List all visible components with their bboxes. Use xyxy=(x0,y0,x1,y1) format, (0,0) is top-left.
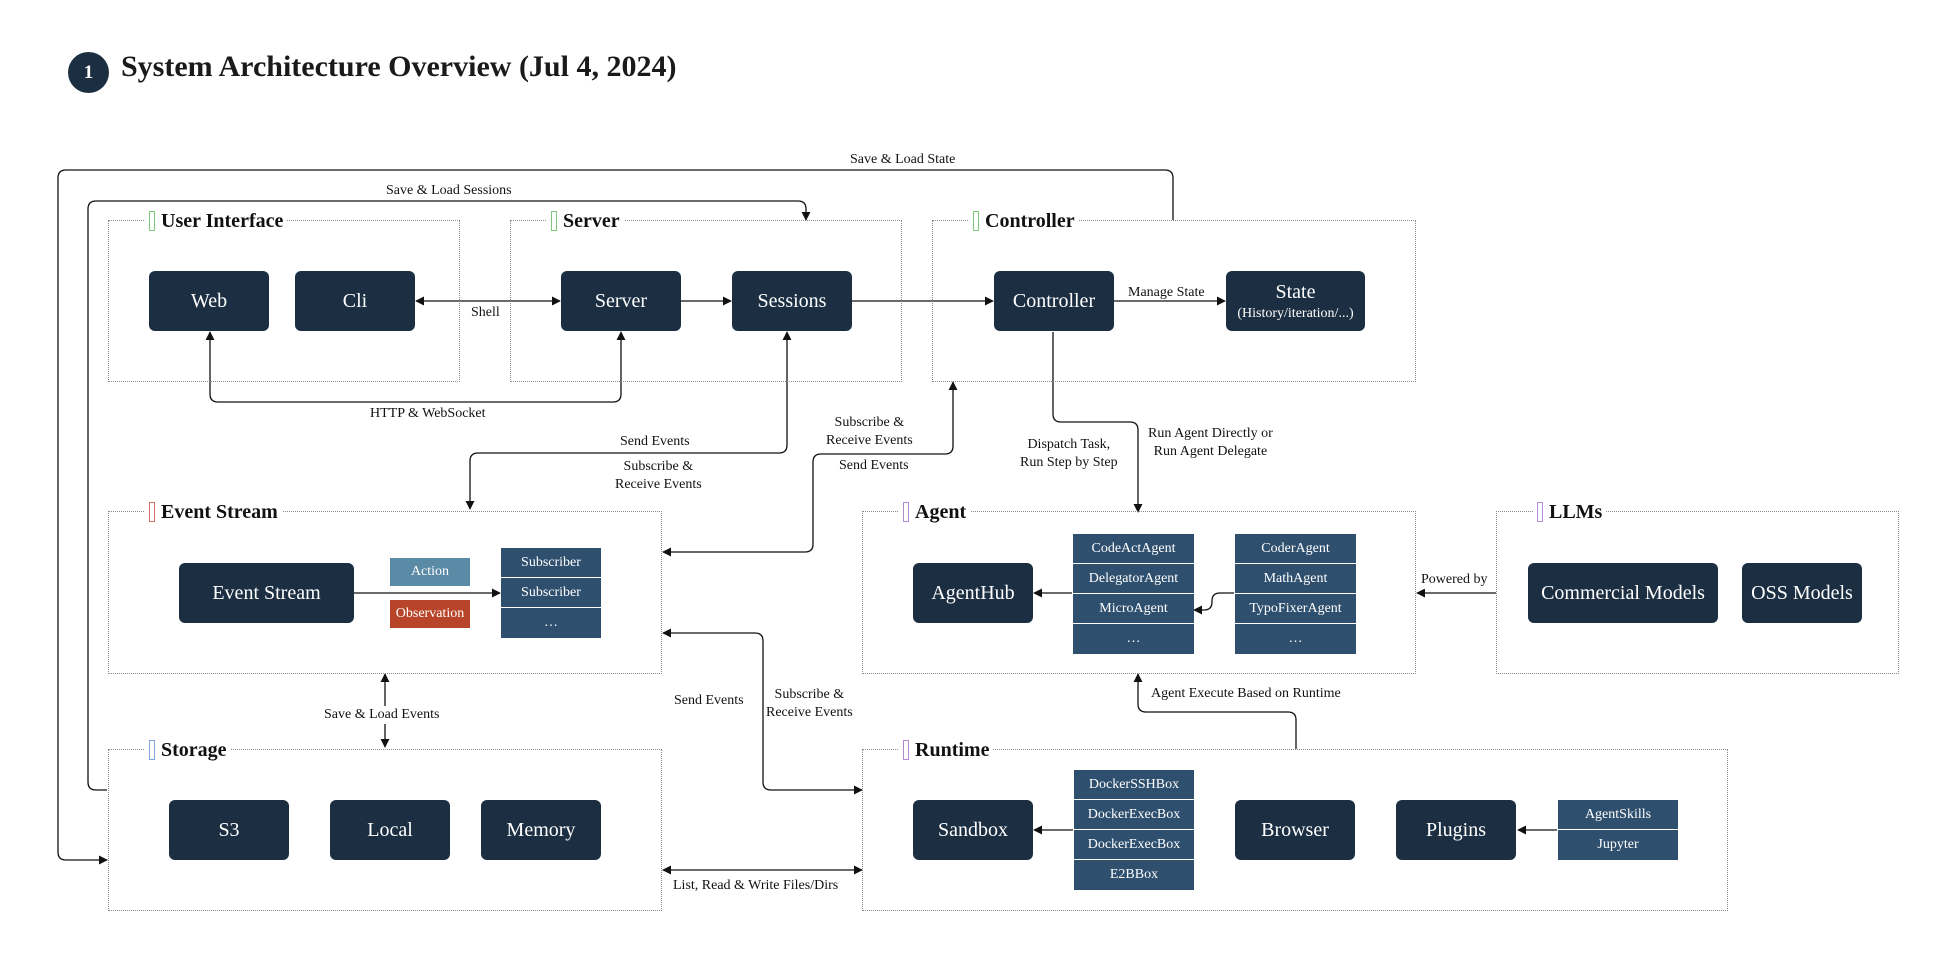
chip-typofixeragent: TypoFixerAgent xyxy=(1235,594,1356,624)
edge-label-save-load-state: Save & Load State xyxy=(847,151,959,169)
edge-label-save-load-sessions: Save & Load Sessions xyxy=(383,182,515,200)
edge-label-powered-by: Powered by xyxy=(1419,571,1490,589)
chip-observation: Observation xyxy=(390,600,470,628)
chip-dockerexecbox: DockerExecBox xyxy=(1074,830,1194,860)
group-label-event-stream: Event Stream xyxy=(145,500,282,524)
group-controller: Controller xyxy=(932,209,1416,382)
group-label-runtime: Runtime xyxy=(899,738,994,762)
group-label-server: Server xyxy=(547,209,624,233)
node-oss-models[interactable]: OSS Models xyxy=(1742,563,1862,623)
group-runtime: Runtime xyxy=(862,738,1728,911)
node-plugins[interactable]: Plugins xyxy=(1396,800,1516,860)
group-storage: Storage xyxy=(108,738,662,911)
edge-label-send-events-3: Send Events xyxy=(674,693,744,708)
chip-mathagent: MathAgent xyxy=(1235,564,1356,594)
green-tag-icon xyxy=(551,211,557,231)
group-label-llms: LLMs xyxy=(1533,500,1607,524)
blue-tag-icon xyxy=(149,740,155,760)
node-cli[interactable]: Cli xyxy=(295,271,415,331)
node-local[interactable]: Local xyxy=(330,800,450,860)
edge-label-save-load-events: Save & Load Events xyxy=(322,706,442,724)
page-title: System Architecture Overview (Jul 4, 202… xyxy=(121,50,677,83)
group-user-interface: User Interface xyxy=(108,209,460,382)
chip-microagent: MicroAgent xyxy=(1073,594,1194,624)
group-label-storage: Storage xyxy=(145,738,231,762)
node-server[interactable]: Server xyxy=(561,271,681,331)
edge-label-list-read-write: List, Read & Write Files/Dirs xyxy=(673,878,839,893)
purple-tag-icon xyxy=(903,740,909,760)
edge-label-subscribe-receive-1: Subscribe &Receive Events xyxy=(615,459,702,492)
chip-e2bbox: E2BBox xyxy=(1074,860,1194,890)
chip-action: Action xyxy=(390,558,470,586)
plugin-list: AgentSkills Jupyter xyxy=(1558,800,1678,860)
node-browser[interactable]: Browser xyxy=(1235,800,1355,860)
edge-label-agent-execute: Agent Execute Based on Runtime xyxy=(1151,686,1341,701)
chip-agentskills: AgentSkills xyxy=(1558,800,1678,830)
node-event-stream[interactable]: Event Stream xyxy=(179,563,354,623)
chip-agent-more: … xyxy=(1235,624,1356,654)
chip-subscriber: Subscriber xyxy=(501,548,601,578)
edge-label-subscribe-receive-3: Subscribe &Receive Events xyxy=(766,687,853,720)
step-badge: 1 xyxy=(68,52,109,93)
chip-subscriber-more: … xyxy=(501,608,601,638)
chip-codeactagent: CodeActAgent xyxy=(1073,534,1194,564)
chip-dockersshbox: DockerSSHBox xyxy=(1074,770,1194,800)
edge-label-manage-state: Manage State xyxy=(1128,285,1205,300)
chip-agent-more: … xyxy=(1073,624,1194,654)
edge-label-shell: Shell xyxy=(471,305,500,320)
agent-list-left: CodeActAgent DelegatorAgent MicroAgent … xyxy=(1073,534,1194,654)
subscriber-list: Subscriber Subscriber … xyxy=(501,548,601,638)
group-label-user-interface: User Interface xyxy=(145,209,288,233)
group-label-agent: Agent xyxy=(899,500,971,524)
edge-label-dispatch: Dispatch Task,Run Step by Step xyxy=(1020,437,1118,470)
edge-label-send-events-1: Send Events xyxy=(620,434,690,449)
purple-tag-icon xyxy=(903,502,909,522)
purple-tag-icon xyxy=(1537,502,1543,522)
sandbox-box-list: DockerSSHBox DockerExecBox DockerExecBox… xyxy=(1074,770,1194,890)
agent-list-right: CoderAgent MathAgent TypoFixerAgent … xyxy=(1235,534,1356,654)
chip-coderagent: CoderAgent xyxy=(1235,534,1356,564)
edge-label-subscribe-receive-2: Subscribe &Receive Events xyxy=(826,415,913,448)
edge-label-send-events-2: Send Events xyxy=(839,458,909,473)
node-controller[interactable]: Controller xyxy=(994,271,1114,331)
green-tag-icon xyxy=(149,211,155,231)
node-sessions[interactable]: Sessions xyxy=(732,271,852,331)
red-tag-icon xyxy=(149,502,155,522)
group-event-stream: Event Stream xyxy=(108,500,662,674)
chip-delegatoragent: DelegatorAgent xyxy=(1073,564,1194,594)
node-commercial-models[interactable]: Commercial Models xyxy=(1528,563,1718,623)
chip-jupyter: Jupyter xyxy=(1558,830,1678,860)
node-state[interactable]: State (History/iteration/...) xyxy=(1226,271,1365,331)
chip-subscriber: Subscriber xyxy=(501,578,601,608)
edge-label-http-websocket: HTTP & WebSocket xyxy=(370,406,486,421)
group-label-controller: Controller xyxy=(969,209,1079,233)
green-tag-icon xyxy=(973,211,979,231)
node-sandbox[interactable]: Sandbox xyxy=(913,800,1033,860)
group-llms: LLMs xyxy=(1496,500,1899,674)
chip-dockerexecbox: DockerExecBox xyxy=(1074,800,1194,830)
node-web[interactable]: Web xyxy=(149,271,269,331)
node-s3[interactable]: S3 xyxy=(169,800,289,860)
group-agent: Agent xyxy=(862,500,1416,674)
group-server: Server xyxy=(510,209,902,382)
node-agenthub[interactable]: AgentHub xyxy=(913,563,1033,623)
node-memory[interactable]: Memory xyxy=(481,800,601,860)
